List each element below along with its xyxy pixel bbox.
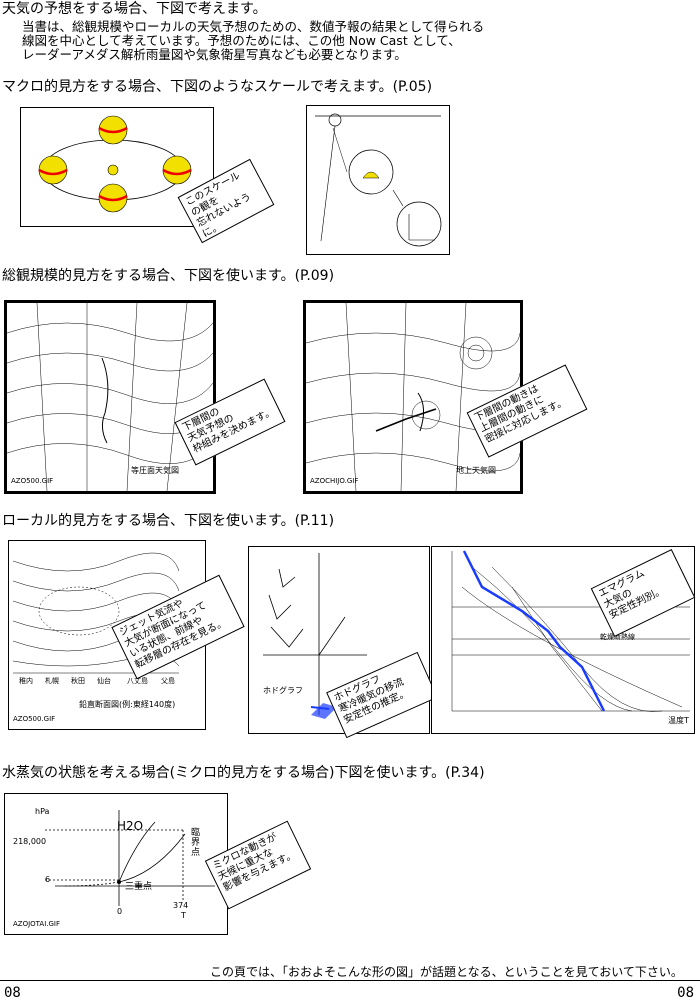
page-title: 天気の予想をする場合、下図で考えます。 [2,1,267,17]
micro-ylabel: hPa [35,807,50,816]
intro-line-1: 当書は、総観規模やローカルの天気予想のための、数値予報の結果として得られる [22,19,485,34]
micro-file: AZOJOTAI.GIF [13,920,60,928]
cross-section-file: AZO500.GIF [13,715,56,723]
earth-orbit-figure [20,107,214,227]
micro-x-right: 374 [173,901,189,910]
upper-air-map-label: 等圧面天気図 [131,466,179,475]
synoptic-heading: 総観規模的見方をする場合、下図を使います。(P.09) [2,268,335,284]
intro-line-3: レーダーアメダス解析雨量図や気象衛星写真なども必要となります。 [22,47,407,62]
surface-map-label: 地上天気図 [456,466,496,475]
micro-critical-point: 臨界点 [191,828,201,858]
place-5: 八丈島 [127,677,148,685]
page-number-right: 08 [677,985,694,1001]
micro-y-top: 218,000 [13,837,47,846]
upper-air-map-file: AZO500.GIF [11,477,54,485]
emagram-caption: 乾燥断熱線 [600,633,635,641]
place-3: 秋田 [71,677,85,685]
phase-diagram-figure: hPa 218,000 6 0 374 T H2O 三重点 臨界点 AZOJOT… [4,793,228,935]
cross-section-figure: 稚内 札幌 秋田 仙台 八丈島 父島 鉛直断面図(例:東経140度) AZO50… [8,540,206,730]
micro-heading: 水蒸気の状態を考える場合(ミクロ的見方をする場合)下図を使います。(P.34) [2,765,485,781]
macro-heading: マクロ的見方をする場合、下図のようなスケールで考えます。(P.05) [2,79,433,95]
page-number-left: 08 [4,985,21,1001]
upper-air-map-figure: 等圧面天気図 AZO500.GIF [4,300,216,494]
micro-y-low: 6 [45,875,51,884]
footer-note: この頁では、「おおよそこんな形の図」が話題となる、ということを見ておいて下さい。 [210,965,683,979]
local-heading: ローカル的見方をする場合、下図を使います。(P.11) [2,513,335,529]
surface-map-figure: 地上天気図 AZOCHIJO.GIF [303,300,523,494]
cross-section-label: 鉛直断面図(例:東経140度) [79,700,176,709]
place-2: 札幌 [45,677,59,685]
micro-triple-point: 三重点 [125,882,153,892]
surface-map-file: AZOCHIJO.GIF [310,477,359,485]
intro-line-2: 線図を中心として考えています。予想のためには、この他 Now Cast として、 [22,33,461,48]
scale-diagram-figure [306,105,450,255]
micro-x-label: T [181,911,186,920]
emagram-xlabel: 温度T [668,716,689,725]
place-6: 父島 [161,677,175,685]
place-4: 仙台 [97,677,111,685]
micro-species: H2O [117,819,144,833]
micro-x-zero: 0 [117,907,123,916]
hodograph-label: ホドグラフ [263,686,303,695]
place-1: 稚内 [19,677,33,685]
footer-rule [0,980,700,981]
